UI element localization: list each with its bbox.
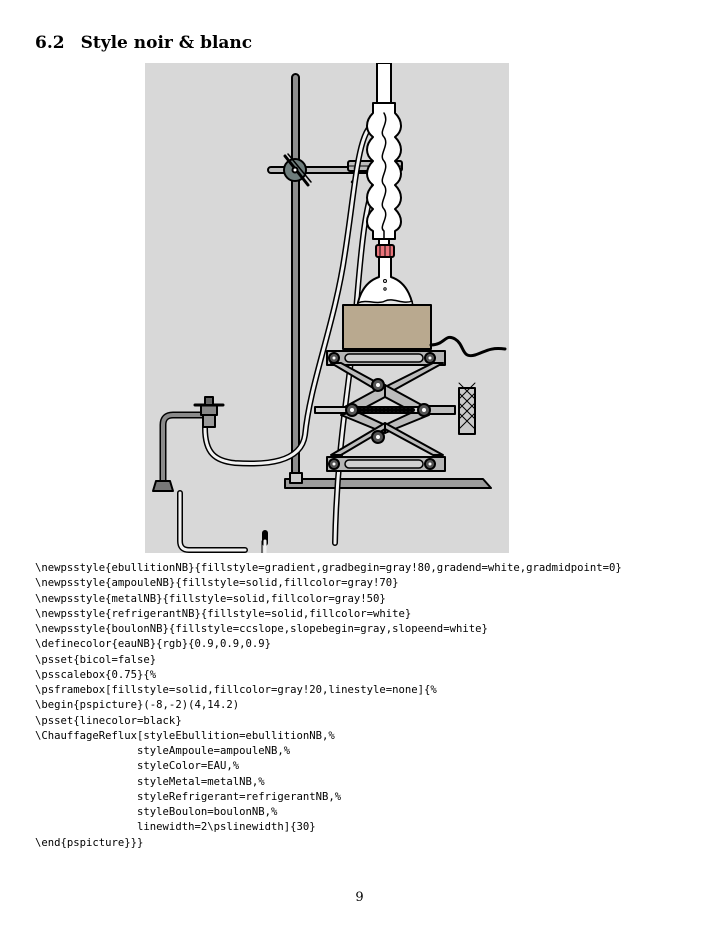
latex-code-block: \newpsstyle{ebullitionNB}{fillstyle=grad…	[35, 561, 622, 851]
reflux-apparatus-drawing	[152, 63, 507, 553]
drain-tube	[177, 490, 248, 553]
code-line: \newpsstyle{ampouleNB}{fillstyle=solid,f…	[35, 577, 399, 590]
reflux-apparatus-figure	[145, 63, 509, 553]
code-line: \end{pspicture}}}	[35, 836, 144, 849]
code-line: styleBoulon=boulonNB,%	[35, 806, 278, 818]
code-line: \begin{pspicture}(-8,-2)(4,14.2)	[35, 699, 240, 712]
lab-jack	[314, 350, 476, 472]
tube-ends	[261, 539, 267, 553]
support-rod	[289, 73, 303, 484]
code-line: \ChauffageReflux[styleEbullition=ebullit…	[35, 729, 335, 742]
code-line: styleColor=EAU,%	[35, 760, 240, 773]
section-title: Style noir & blanc	[80, 33, 253, 53]
condenser	[366, 63, 402, 248]
support-base	[284, 478, 492, 489]
code-line: styleRefrigerant=refrigerantNB,%	[35, 790, 342, 803]
code-line: \definecolor{eauNB}{rgb}{0.9,0.9,0.9}	[35, 638, 271, 651]
code-line: linewidth=2\pslinewidth]{30}	[35, 821, 316, 834]
code-line: \psframebox[fillstyle=solid,fillcolor=gr…	[35, 684, 437, 696]
code-line: \psscalebox{0.75}{%	[35, 668, 157, 681]
water-tap	[152, 396, 225, 492]
section-number: 6.2	[35, 33, 65, 53]
code-line: styleAmpoule=ampouleNB,%	[35, 745, 291, 757]
code-line: \newpsstyle{boulonNB}{fillstyle=ccslope,…	[35, 623, 488, 635]
section-heading: 6.2 Style noir & blanc	[35, 33, 252, 53]
code-line: \psset{linecolor=black}	[35, 714, 182, 727]
code-line: \newpsstyle{ebullitionNB}{fillstyle=grad…	[35, 562, 622, 574]
heating-mantle	[342, 304, 507, 358]
code-line: \psset{bicol=false}	[35, 653, 157, 666]
page-number: 9	[355, 890, 364, 905]
code-line: \newpsstyle{refrigerantNB}{fillstyle=sol…	[35, 607, 412, 620]
code-line: \newpsstyle{metalNB}{fillstyle=solid,fil…	[35, 592, 386, 605]
flask-joint	[375, 244, 395, 258]
code-line: styleMetal=metalNB,%	[35, 775, 265, 788]
